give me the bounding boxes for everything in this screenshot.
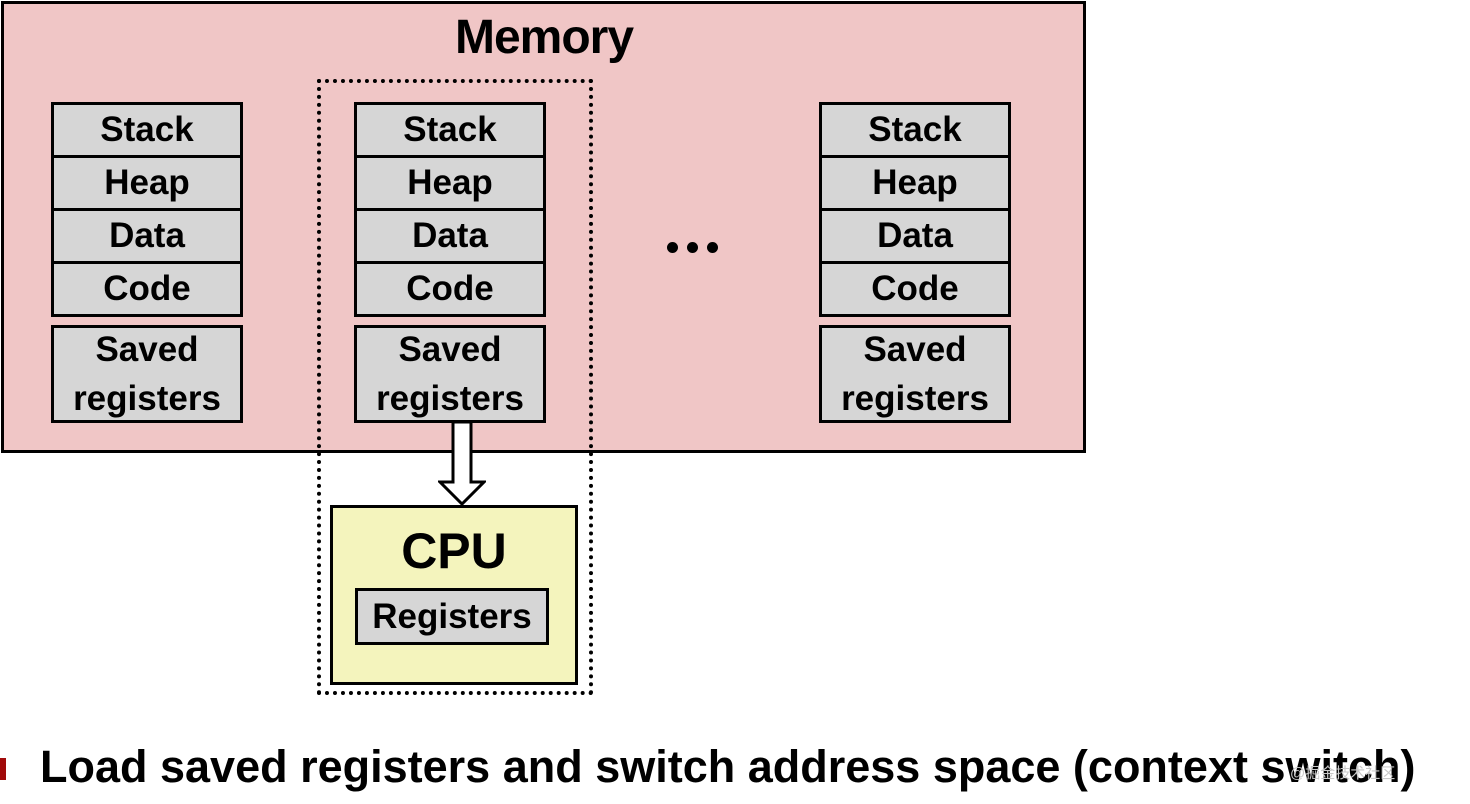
bullet-marker: [0, 758, 6, 780]
process-3-saved-registers: Saved registers: [819, 325, 1011, 423]
process-1-saved-registers: Saved registers: [51, 325, 243, 423]
saved-registers-line-2: registers: [376, 379, 524, 418]
saved-registers-line-1: Saved: [863, 330, 967, 369]
process-1-code: Code: [51, 261, 243, 317]
saved-registers-line-2: registers: [841, 379, 989, 418]
saved-registers-line-1: Saved: [95, 330, 199, 369]
process-3-data: Data: [819, 208, 1011, 264]
process-2-heap: Heap: [354, 155, 546, 211]
cpu-box: CPU Registers: [330, 505, 578, 685]
process-3-stack: Stack: [819, 102, 1011, 158]
process-2-data: Data: [354, 208, 546, 264]
process-2-code: Code: [354, 261, 546, 317]
memory-title: Memory: [455, 11, 634, 64]
cpu-title: CPU: [401, 523, 507, 579]
process-1-data: Data: [51, 208, 243, 264]
current-process-outline: [317, 79, 593, 695]
process-3-code: Code: [819, 261, 1011, 317]
cpu-registers: Registers: [355, 588, 549, 645]
caption-text: Load saved registers and switch address …: [40, 741, 1416, 792]
more-processes-ellipsis: [663, 236, 723, 260]
watermark: @掘金技术社区: [1290, 765, 1396, 782]
process-1-heap: Heap: [51, 155, 243, 211]
process-2-stack: Stack: [354, 102, 546, 158]
process-1-stack: Stack: [51, 102, 243, 158]
process-2-saved-registers: Saved registers: [354, 325, 546, 423]
load-arrow-icon: [438, 422, 486, 506]
process-3-heap: Heap: [819, 155, 1011, 211]
saved-registers-line-1: Saved: [398, 330, 502, 369]
saved-registers-line-2: registers: [73, 379, 221, 418]
